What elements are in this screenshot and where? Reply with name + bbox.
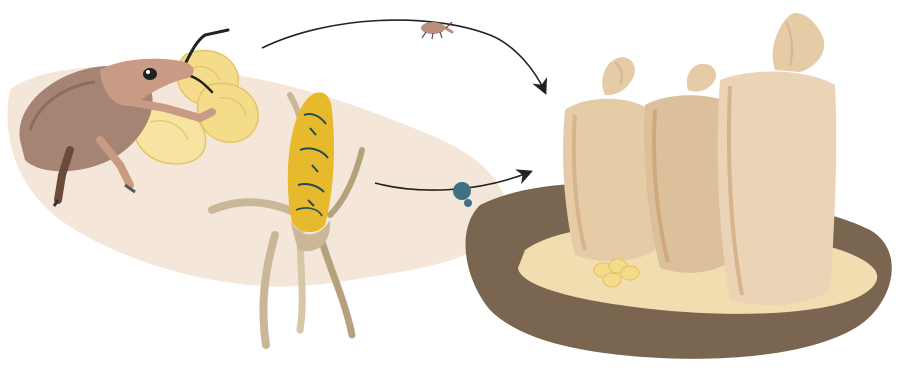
small-weevil-icon: [421, 22, 452, 39]
upper-arrow: [262, 20, 545, 92]
